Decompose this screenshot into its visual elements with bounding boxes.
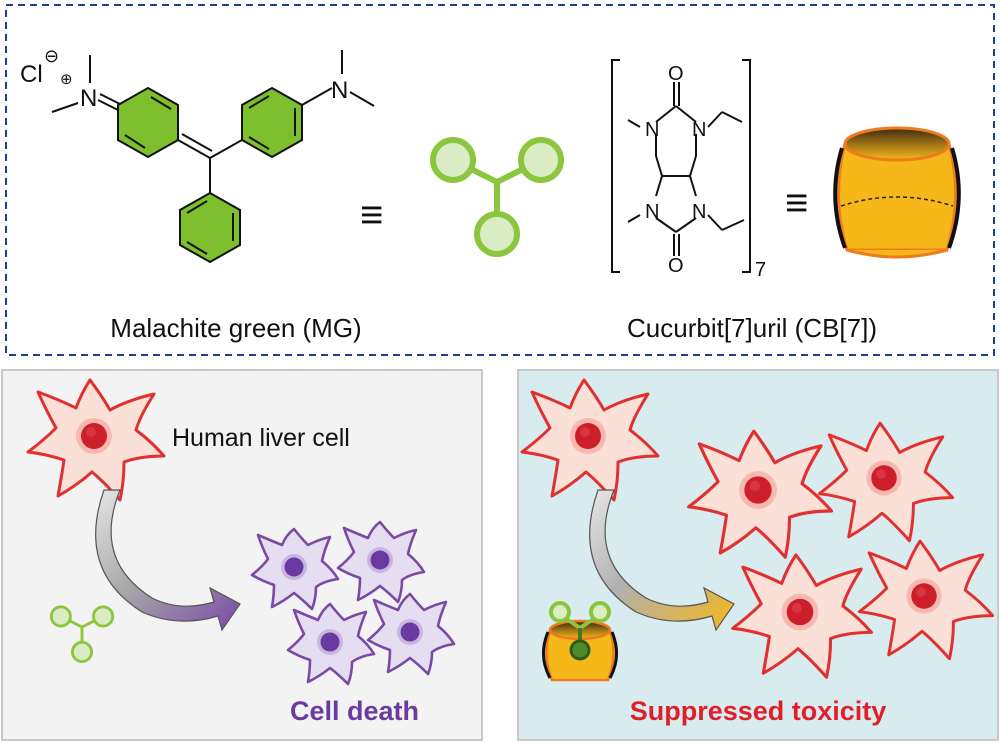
cb-caption: Cucurbit[7]uril (CB[7]): [627, 313, 877, 343]
curved-arrow-death: [95, 489, 241, 632]
carbonyl-o-bottom: O: [668, 255, 684, 277]
mg-caption: Malachite green (MG): [110, 313, 361, 343]
carbonyl-o-top: O: [668, 63, 684, 85]
cb7-barrel-icon: [833, 126, 961, 259]
cb-n-1: N: [645, 119, 659, 141]
cucurbituril-structure: [611, 59, 751, 273]
cb-n-3: N: [645, 201, 659, 223]
cucurbituril-atom-labels: O N N N N O 7: [645, 63, 766, 281]
iminium-nitrogen-label: N: [80, 85, 97, 112]
equivalence-symbol-mg: ≡: [360, 193, 383, 237]
counter-charge-label: ⊖: [44, 46, 59, 66]
cb-n-2: N: [692, 119, 706, 141]
human-liver-cell-label: Human liver cell: [172, 424, 350, 452]
cb-repeat-subscript: 7: [755, 259, 766, 281]
amine-nitrogen-label: N: [331, 77, 348, 104]
malachite-green-structure: Cl ⊖ ⊕ N N: [20, 46, 375, 264]
equivalence-symbol-cb: ≡: [785, 181, 808, 225]
suppressed-toxicity-label: Suppressed toxicity: [630, 696, 887, 726]
cb-n-4: N: [692, 201, 706, 223]
mg-cb7-complex-icon: [542, 601, 618, 682]
cell-death-label: Cell death: [290, 696, 419, 726]
counter-ion-label: Cl: [20, 61, 43, 88]
curved-arrow-protected: [589, 489, 735, 632]
nitrogen-charge-label: ⊕: [60, 71, 73, 88]
